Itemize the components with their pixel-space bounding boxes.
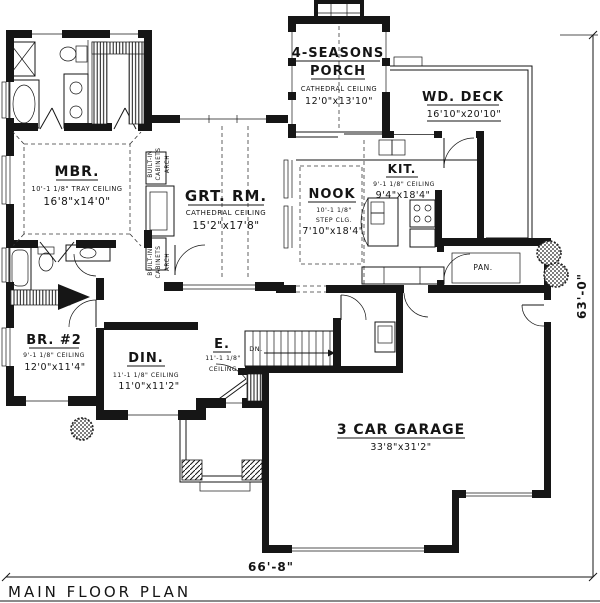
room-ceiling-br2: 9'-1 1/8" CEILING [23, 352, 85, 359]
room-label-kit: KIT. [388, 162, 417, 176]
toilet [37, 246, 55, 255]
room-ceiling-entry-1: 11'-1 1/8" [205, 355, 241, 362]
builtin-top-2: CABINETS [156, 148, 162, 181]
room-ceiling-din: 11'-1 1/8" CEILING [113, 372, 179, 379]
room-size-grt: 15'2"x17'8" [192, 220, 259, 232]
kitchen-fixtures [296, 139, 521, 285]
ceiling-lines [12, 26, 365, 284]
room-size-porch: 12'0"x13'10" [305, 96, 373, 107]
room-label-garage: 3 CAR GARAGE [337, 422, 465, 438]
stairs [244, 330, 338, 402]
room-label-deck: WD. DECK [422, 90, 504, 105]
room-ceiling-kit: 9'-1 1/8" CEILING [373, 181, 435, 188]
deck-outline [390, 56, 533, 243]
room-size-deck: 16'10"x20'10" [427, 109, 501, 120]
room-ceiling-mbr: 10'-1 1/8" TRAY CEILING [32, 185, 123, 193]
dimension-lines [0, 30, 600, 602]
master-bath [8, 40, 145, 129]
room-ceiling-porch: CATHEDRAL CEILING [301, 85, 377, 93]
plan-title: MAIN FLOOR PLAN [8, 583, 191, 601]
builtin-bottom-1: BUILT-IN [148, 248, 154, 276]
room-size-garage: 33'8"x31'2" [370, 442, 431, 453]
room-label-porch-1: 4-SEASONS [292, 46, 384, 61]
room-label-entry: E. [214, 337, 230, 352]
dim-width: 66'-8" [248, 560, 294, 574]
pantry-shelves [451, 252, 521, 284]
refrigerator [409, 228, 436, 248]
porch-column [241, 459, 263, 481]
builtin-bottom-2: CABINETS [156, 246, 162, 279]
stair-direction-arrow [328, 349, 335, 357]
counter [361, 266, 445, 285]
range [409, 199, 436, 228]
island [367, 197, 399, 247]
room-size-din: 11'0"x11'2" [118, 381, 179, 392]
room-label-nook: NOOK [308, 187, 355, 202]
room-ceiling-nook-1: 10'-1 1/8" [316, 207, 352, 214]
shower [8, 41, 36, 77]
room-ceiling-grt: CATHEDRAL CEILING [186, 209, 266, 217]
shrub-icon [543, 262, 569, 288]
dim-depth: 63'-0" [575, 273, 589, 319]
room-label-din: DIN. [128, 351, 163, 366]
kitchen-sink [378, 139, 393, 156]
room-size-br2: 12'0"x11'4" [24, 362, 85, 373]
windows-and-openings [1, 30, 551, 553]
laundry-fixture [374, 321, 396, 353]
closet-shelf [91, 41, 145, 55]
shrub-icon [536, 240, 562, 266]
room-size-kit: 9'4"x18'4" [376, 190, 431, 201]
toilet [75, 45, 88, 63]
vanity [65, 244, 111, 262]
room-label-grt: GRT. RM. [185, 187, 267, 205]
builtin-top-3: ARCH [165, 155, 171, 173]
mud-room [374, 321, 396, 353]
built-in-cabinet [145, 237, 167, 271]
fireplace-wall [145, 151, 175, 271]
room-label-pan: PAN. [473, 263, 492, 272]
stairs-dn-label: DN. [249, 345, 262, 353]
labels: MBR. 10'-1 1/8" TRAY CEILING 16'8"x14'0"… [8, 46, 589, 601]
room-label-br2: BR. #2 [26, 333, 82, 348]
bay-window [314, 0, 364, 20]
shrub-icon [70, 417, 94, 441]
room-size-nook: 7'10"x18'4" [302, 226, 363, 237]
room-ceiling-entry-2: CEILING [209, 366, 237, 373]
builtin-top-1: BUILT-IN [148, 150, 154, 178]
room-ceiling-nook-2: STEP CLG. [316, 217, 352, 224]
room-label-porch-2: PORCH [310, 64, 366, 79]
fireplace [145, 185, 175, 237]
front-stoop [179, 412, 263, 492]
room-label-mbr: MBR. [55, 164, 100, 180]
built-in-cabinet [145, 151, 167, 185]
porch-column [181, 459, 203, 481]
coat-closet-rod [246, 373, 263, 402]
room-size-mbr: 16'8"x14'0" [43, 196, 110, 208]
builtin-bottom-3: ARCH [165, 253, 171, 271]
bath-2 [8, 244, 111, 310]
landscaping [70, 240, 569, 441]
tub [8, 79, 40, 129]
